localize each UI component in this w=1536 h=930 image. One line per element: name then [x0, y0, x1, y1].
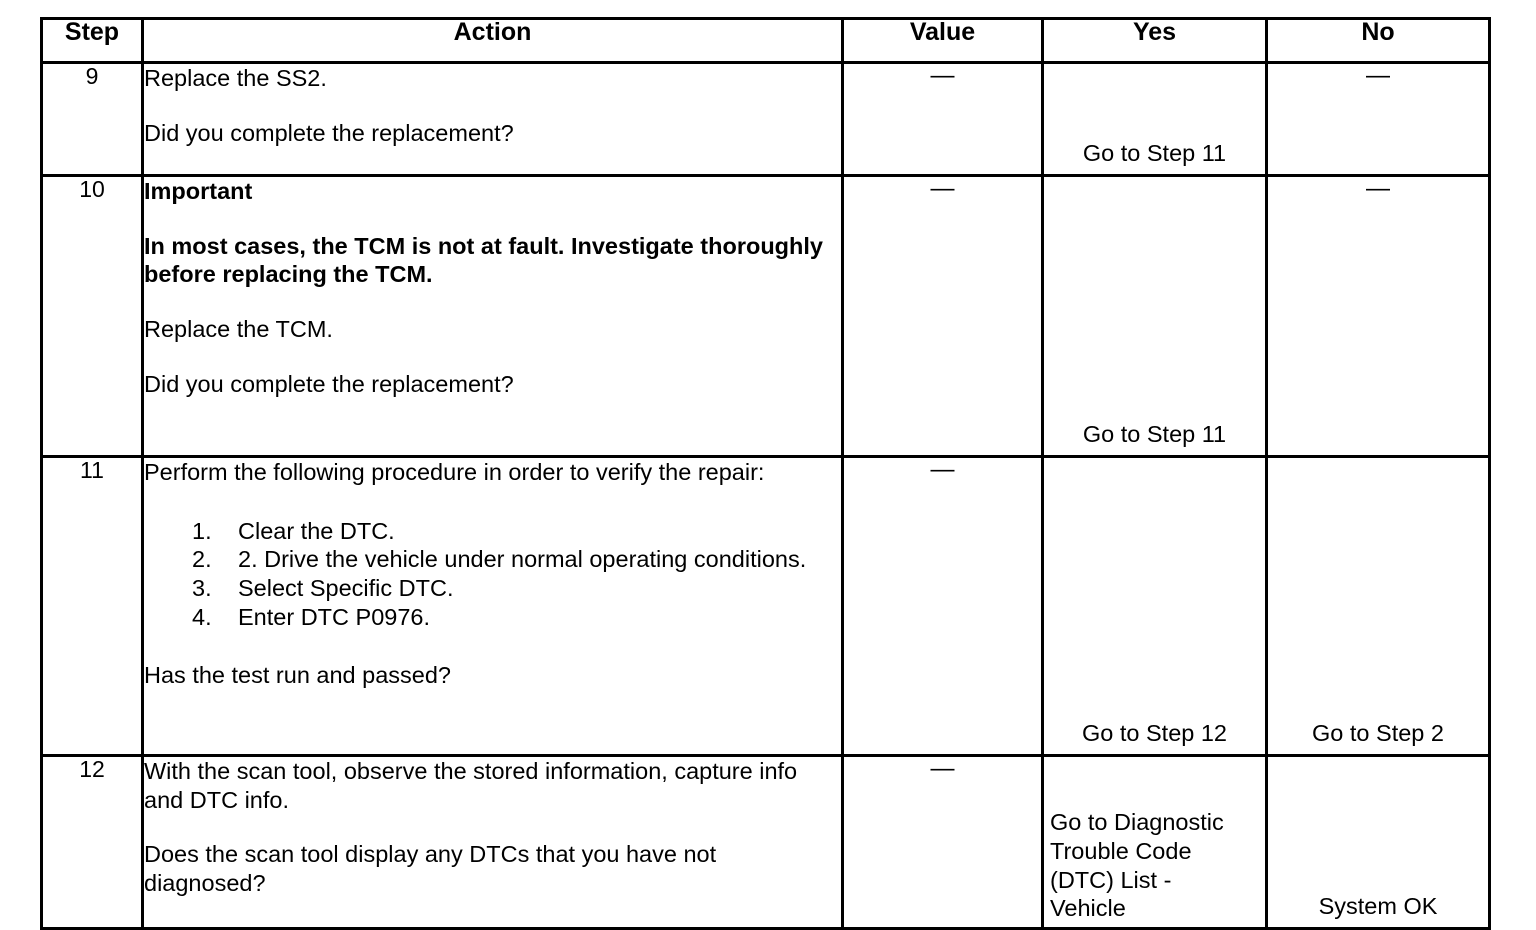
action-question: Does the scan tool display any DTCs that…	[144, 841, 723, 896]
value-cell: —	[841, 754, 1044, 930]
value-cell: —	[841, 174, 1044, 458]
step-number: 12	[40, 754, 144, 930]
no-branch: Go to Step 2	[1265, 455, 1491, 757]
column-header-value: Value	[841, 17, 1044, 64]
step-number: 10	[40, 174, 144, 458]
value-cell: —	[841, 455, 1044, 757]
action-important-note: In most cases, the TCM is not at fault. …	[144, 232, 830, 288]
table-body: 9 Replace the SS2. Did you complete the …	[40, 61, 1491, 930]
list-item: 1. Clear the DTC.	[144, 517, 841, 546]
list-item-text: Select Specific DTC.	[238, 574, 454, 601]
table-row: 10 Important In most cases, the TCM is n…	[40, 174, 1491, 458]
list-item-number: 1.	[192, 517, 212, 544]
procedure-list: 1. Clear the DTC. 2. 2. Drive the vehicl…	[144, 517, 841, 632]
list-item: 2. 2. Drive the vehicle under normal ope…	[144, 545, 841, 574]
no-branch: System OK	[1265, 754, 1491, 930]
action-content: With the scan tool, observe the stored i…	[141, 754, 844, 930]
value-cell: —	[841, 61, 1044, 177]
spacer	[144, 487, 841, 517]
list-item-number: 2.	[192, 546, 212, 573]
list-item: 4. Enter DTC P0976.	[144, 603, 841, 632]
table-row: 9 Replace the SS2. Did you complete the …	[40, 61, 1491, 177]
yes-branch: Go to Step 11	[1041, 174, 1268, 458]
table-row: 11 Perform the following procedure in or…	[40, 455, 1491, 757]
spacer	[144, 289, 841, 315]
action-content: Replace the SS2. Did you complete the re…	[141, 61, 844, 177]
table-row: 12 With the scan tool, observe the store…	[40, 754, 1491, 930]
action-question: Did you complete the replacement?	[144, 119, 514, 146]
list-item: 3. Select Specific DTC.	[144, 574, 841, 603]
action-content: Important In most cases, the TCM is not …	[141, 174, 844, 458]
column-header-yes: Yes	[1041, 17, 1268, 64]
list-item-text: Enter DTC P0976.	[238, 603, 431, 630]
list-item-number: 4.	[192, 603, 212, 630]
spacer	[144, 814, 841, 840]
column-header-no: No	[1265, 17, 1491, 64]
step-number: 9	[40, 61, 144, 177]
yes-branch: Go to Diagnostic Trouble Code (DTC) List…	[1041, 754, 1268, 930]
column-header-action: Action	[141, 17, 844, 64]
action-question: Did you complete the replacement?	[144, 370, 514, 397]
diagnostic-table: Step Action Value Yes No 9 Replace the S…	[40, 17, 1491, 930]
no-branch: —	[1265, 174, 1491, 458]
action-line: Replace the SS2.	[144, 65, 327, 91]
action-line: With the scan tool, observe the stored i…	[144, 758, 804, 813]
list-item-number: 3.	[192, 574, 212, 601]
no-branch: —	[1265, 61, 1491, 177]
spacer	[144, 206, 841, 232]
table-header: Step Action Value Yes No	[40, 17, 1491, 64]
list-item-text: Clear the DTC.	[238, 517, 395, 544]
step-number: 11	[40, 455, 144, 757]
action-important-heading: Important	[144, 178, 253, 204]
action-question: Has the test run and passed?	[144, 662, 452, 689]
spacer	[144, 344, 841, 370]
list-item-text: 2. Drive the vehicle under normal operat…	[238, 546, 807, 573]
action-line: Replace the TCM.	[144, 315, 333, 342]
spacer	[144, 93, 841, 119]
action-content: Perform the following procedure in order…	[141, 455, 844, 757]
column-header-step: Step	[40, 17, 144, 64]
header-row: Step Action Value Yes No	[40, 17, 1491, 64]
spacer	[144, 631, 841, 661]
yes-branch-text: Go to Diagnostic Trouble Code (DTC) List…	[1050, 809, 1224, 922]
yes-branch: Go to Step 11	[1041, 61, 1268, 177]
yes-branch: Go to Step 12	[1041, 455, 1268, 757]
action-intro: Perform the following procedure in order…	[144, 459, 765, 485]
